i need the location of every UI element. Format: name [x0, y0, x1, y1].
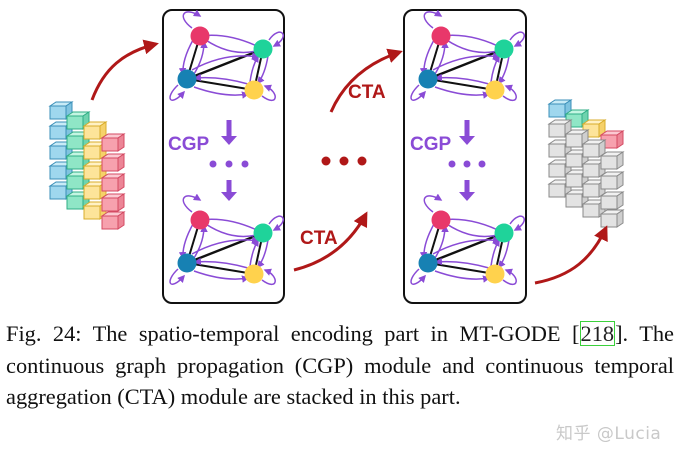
cta-label-top: CTA — [348, 82, 386, 103]
red-arrows — [90, 39, 608, 285]
watermark: 知乎 @Lucia — [556, 424, 662, 444]
ellipsis-dots — [321, 156, 367, 166]
caption-suffix: ]. The continuous graph propagation (CGP… — [6, 321, 674, 409]
mtgode-diagram: CGP CGP CTA CTA — [50, 9, 623, 304]
cta-label-bottom: CTA — [300, 228, 338, 249]
cgp-panel-left: CGP — [162, 9, 285, 304]
citation-link[interactable]: 218 — [579, 321, 616, 346]
input-feature-stack — [50, 102, 124, 229]
cgp-label-right: CGP — [410, 134, 452, 155]
cgp-label-left: CGP — [168, 134, 210, 155]
cgp-panel-right: CGP — [403, 9, 527, 304]
output-feature-stack — [549, 100, 623, 227]
caption-prefix: Fig. 24: The spatio-temporal encoding pa… — [6, 321, 580, 346]
figure-caption: Fig. 24: The spatio-temporal encoding pa… — [6, 318, 674, 413]
